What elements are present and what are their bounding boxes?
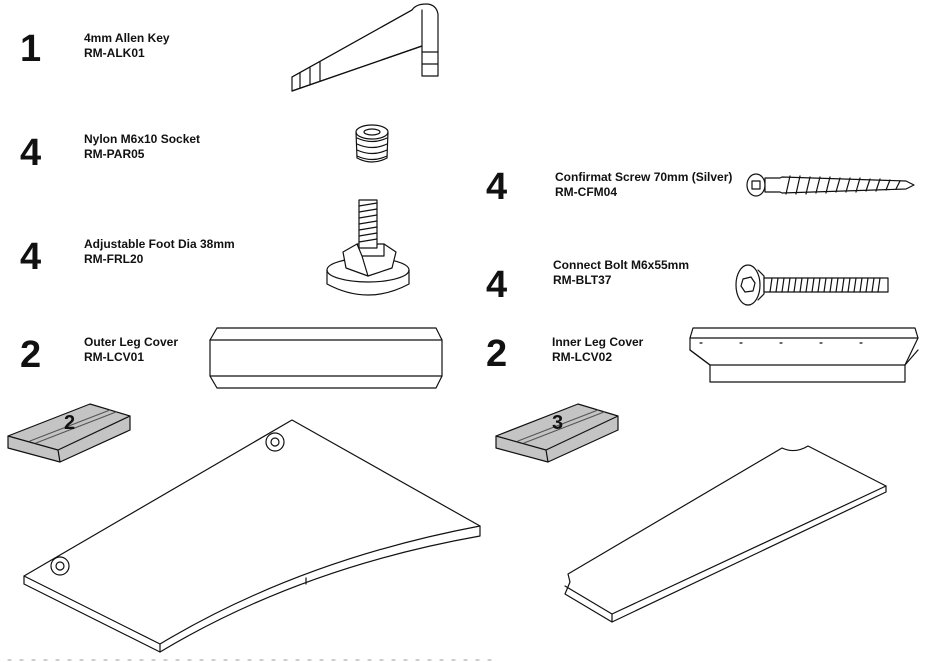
part-name-socket: Nylon M6x10 Socket xyxy=(84,132,201,146)
part-label-outer-leg: Outer Leg Cover RM-LCV01 xyxy=(84,335,178,365)
part-label-inner-leg: Inner Leg Cover RM-LCV02 xyxy=(552,335,643,365)
part-code-confirmat: RM-CFM04 xyxy=(555,185,617,199)
part-name-bolt: Connect Bolt M6x55mm xyxy=(553,258,690,272)
part-label-allen-key: 4mm Allen Key RM-ALK01 xyxy=(84,31,170,61)
panel-pack-icon xyxy=(7,403,131,463)
panel-pack-icon xyxy=(495,403,619,463)
adjustable-foot-icon xyxy=(326,199,410,296)
threaded-socket-icon xyxy=(355,124,389,163)
part-code-outer-leg: RM-LCV01 xyxy=(84,350,145,364)
part-name-confirmat: Confirmat Screw 70mm (Silver) xyxy=(555,170,733,184)
qty-allen-key: 1 xyxy=(20,28,42,70)
part-code-allen-key: RM-ALK01 xyxy=(84,46,145,60)
part-name-outer-leg: Outer Leg Cover xyxy=(84,335,179,349)
part-label-socket: Nylon M6x10 Socket RM-PAR05 xyxy=(84,132,200,162)
part-code-foot: RM-FRL20 xyxy=(84,252,144,266)
outer-leg-cover-icon xyxy=(209,327,443,389)
part-code-socket: RM-PAR05 xyxy=(84,147,145,161)
part-name-allen-key: 4mm Allen Key xyxy=(84,31,170,45)
part-name-foot: Adjustable Foot Dia 38mm xyxy=(84,237,235,251)
qty-confirmat: 4 xyxy=(486,166,508,208)
part-label-foot: Adjustable Foot Dia 38mm RM-FRL20 xyxy=(84,237,235,267)
qty-bolt: 4 xyxy=(486,264,508,306)
part-code-bolt: RM-BLT37 xyxy=(553,273,612,287)
qty-outer-leg: 2 xyxy=(20,334,42,376)
connect-bolt-icon xyxy=(735,264,889,306)
part-name-inner-leg: Inner Leg Cover xyxy=(552,335,644,349)
inner-leg-cover-icon xyxy=(689,327,919,383)
pack-number-desktop: 2 xyxy=(64,412,76,434)
part-label-confirmat: Confirmat Screw 70mm (Silver) RM-CFM04 xyxy=(555,170,732,200)
part-code-inner-leg: RM-LCV02 xyxy=(552,350,613,364)
allen-key-icon xyxy=(291,3,439,92)
qty-socket: 4 xyxy=(20,132,42,174)
qty-inner-leg: 2 xyxy=(486,333,508,375)
qty-foot: 4 xyxy=(20,236,42,278)
part-label-bolt: Connect Bolt M6x55mm RM-BLT37 xyxy=(553,258,689,288)
return-panel-icon xyxy=(564,445,887,623)
confirmat-screw-icon xyxy=(746,173,915,197)
desktop-panel-icon xyxy=(23,419,481,653)
pack-number-return: 3 xyxy=(552,412,564,434)
